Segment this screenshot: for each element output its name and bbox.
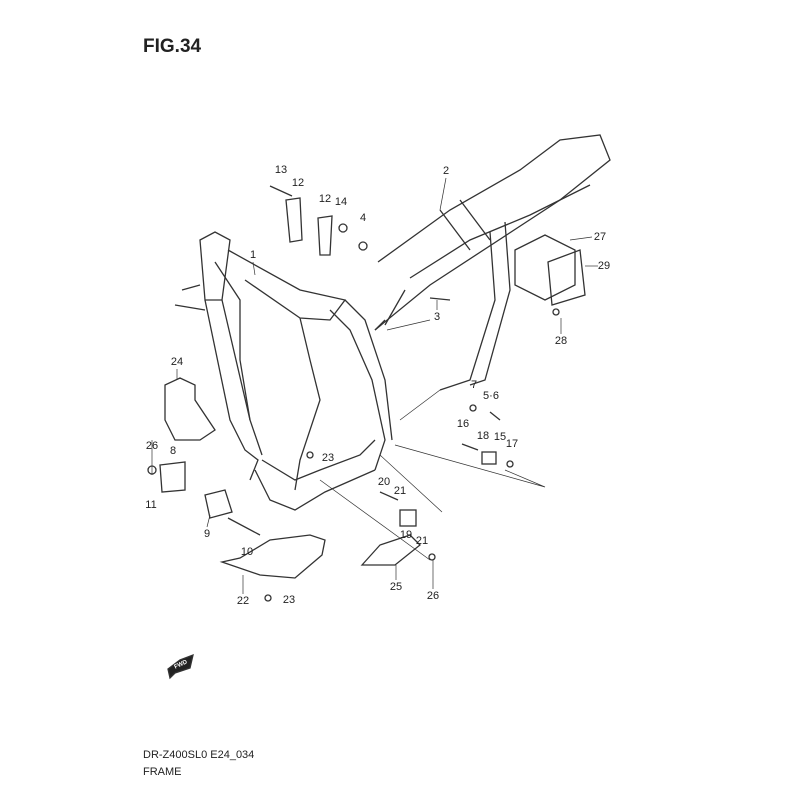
engine-mount-bracket-part <box>317 215 333 256</box>
callout-25: 25 <box>389 581 403 593</box>
callout-7: 7 <box>470 379 478 391</box>
fwd-arrow-icon <box>167 653 194 680</box>
callout-1: 1 <box>249 249 257 261</box>
bracket-part <box>204 489 233 519</box>
callout-13: 13 <box>274 164 288 176</box>
callout-21: 21 <box>393 485 407 497</box>
callout-15: 15 <box>493 431 507 443</box>
callout-19: 19 <box>399 529 413 541</box>
bracket-part <box>159 461 186 493</box>
callout-16: 16 <box>456 418 470 430</box>
callout-18: 18 <box>476 430 490 442</box>
figure-title: FIG.34 <box>143 36 202 57</box>
skid-plate-part <box>219 534 326 579</box>
callout-14: 14 <box>334 196 348 208</box>
callout-12: 12 <box>318 193 332 205</box>
main-frame-part <box>174 231 393 511</box>
callout-17: 17 <box>505 438 519 450</box>
callout-23: 23 <box>282 594 296 606</box>
callout-29: 29 <box>597 260 611 272</box>
callout-9: 9 <box>203 528 211 540</box>
callout-24: 24 <box>170 356 184 368</box>
frame-cover-part <box>164 377 216 441</box>
callout-4: 4 <box>359 212 367 224</box>
callout-21: 21 <box>415 535 429 547</box>
callout-23: 23 <box>321 452 335 464</box>
model-code: DR-Z400SL0 E24_034 <box>143 749 255 761</box>
battery-box-part <box>514 234 586 306</box>
callout-11: 11 <box>145 499 157 511</box>
callout-10: 10 <box>240 546 254 558</box>
callout-26: 26 <box>426 590 440 602</box>
callout-22: 22 <box>236 595 250 607</box>
fasteners <box>147 185 560 602</box>
callout-27: 27 <box>593 231 607 243</box>
frame-guard-part <box>360 534 421 566</box>
callout-5-6: 5·6 <box>483 390 499 402</box>
callout-28: 28 <box>554 335 568 347</box>
callout-20: 20 <box>377 476 391 488</box>
callout-26: 26 <box>145 440 159 452</box>
section-name: FRAME <box>143 766 182 778</box>
engine-mount-bracket-part <box>285 197 303 243</box>
callout-2: 2 <box>442 165 450 177</box>
callout-8: 8 <box>169 445 177 457</box>
rear-subframe-part <box>374 134 611 391</box>
callout-3: 3 <box>433 311 441 323</box>
callout-12: 12 <box>291 177 305 189</box>
leader-lines <box>151 177 598 594</box>
